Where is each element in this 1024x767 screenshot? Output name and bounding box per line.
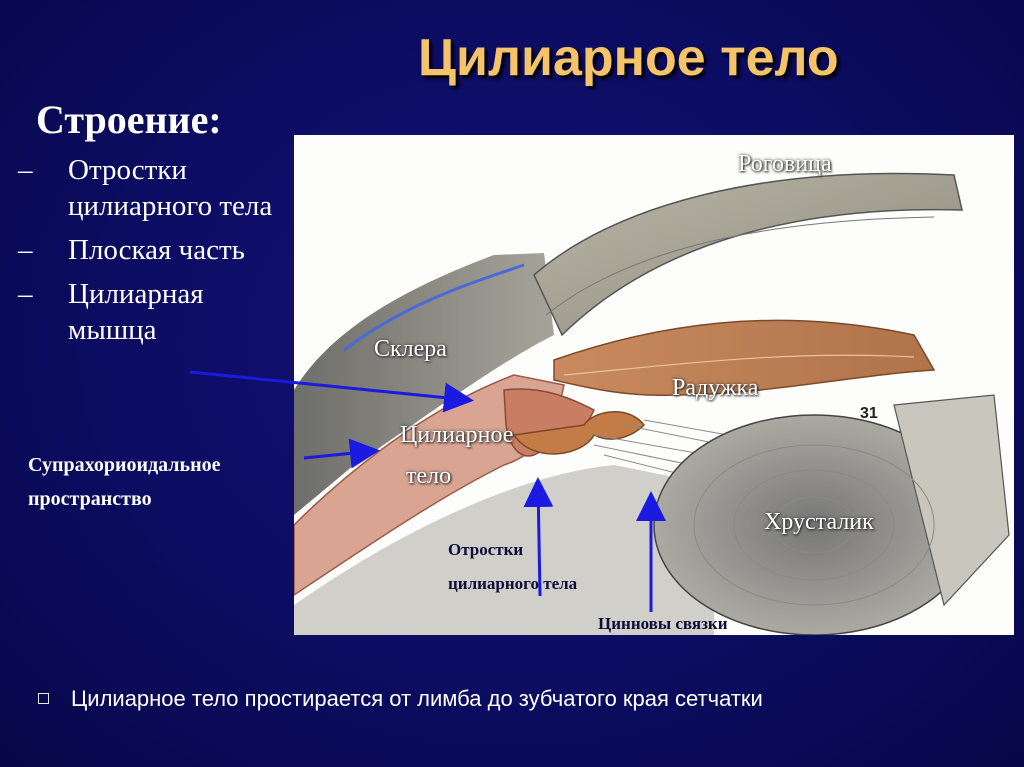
footer-note: Цилиарное тело простирается от лимба до …: [38, 686, 763, 712]
dash-marker: –: [18, 278, 33, 310]
structure-list: – Отростки цилиарного тела – Плоская час…: [14, 152, 294, 356]
sclera-label: Склера: [374, 336, 447, 362]
processes-arrow: [523, 477, 554, 597]
suprachoroidal-label: Супрахориоидальное пространство: [28, 454, 221, 510]
ciliary-processes-shape: [512, 411, 645, 455]
square-bullet-icon: [38, 692, 49, 704]
zonules-callout: Цинновы связки: [598, 614, 728, 633]
ciliary-body-label-line1: Цилиарное: [400, 422, 514, 448]
processes-callout-line2: цилиарного тела: [448, 574, 578, 593]
dash-marker: –: [18, 154, 33, 186]
structure-heading: Строение:: [36, 97, 222, 142]
ciliary-body-label-line2: тело: [406, 463, 452, 489]
list-item-text: Отростки цилиарного тела: [68, 154, 273, 222]
footer-text: Цилиарное тело простирается от лимба до …: [71, 686, 763, 711]
figure-number: 31: [860, 405, 878, 422]
iris-shape: [553, 319, 936, 397]
suprachoroidal-arrow: [303, 438, 380, 469]
list-item: – Плоская часть: [14, 232, 294, 268]
list-item-text: Цилиарная мышца: [68, 278, 204, 346]
muscle-arrow: [189, 370, 474, 413]
dash-marker: –: [18, 234, 33, 266]
processes-callout-line1: Отростки: [448, 540, 524, 559]
eye-anatomy-figure: Роговица Склера Радужка Цилиарное тело Х…: [294, 135, 1014, 635]
list-item: – Цилиарная мышца: [14, 276, 294, 348]
lens-label: Хрусталик: [764, 509, 874, 535]
slide-title: Цилиарное тело: [418, 29, 839, 87]
list-item-text: Плоская часть: [68, 234, 245, 266]
cornea-shape: [533, 172, 963, 337]
list-item: – Отростки цилиарного тела: [14, 152, 294, 224]
iris-label: Радужка: [672, 375, 759, 401]
cornea-label: Роговица: [738, 151, 832, 177]
